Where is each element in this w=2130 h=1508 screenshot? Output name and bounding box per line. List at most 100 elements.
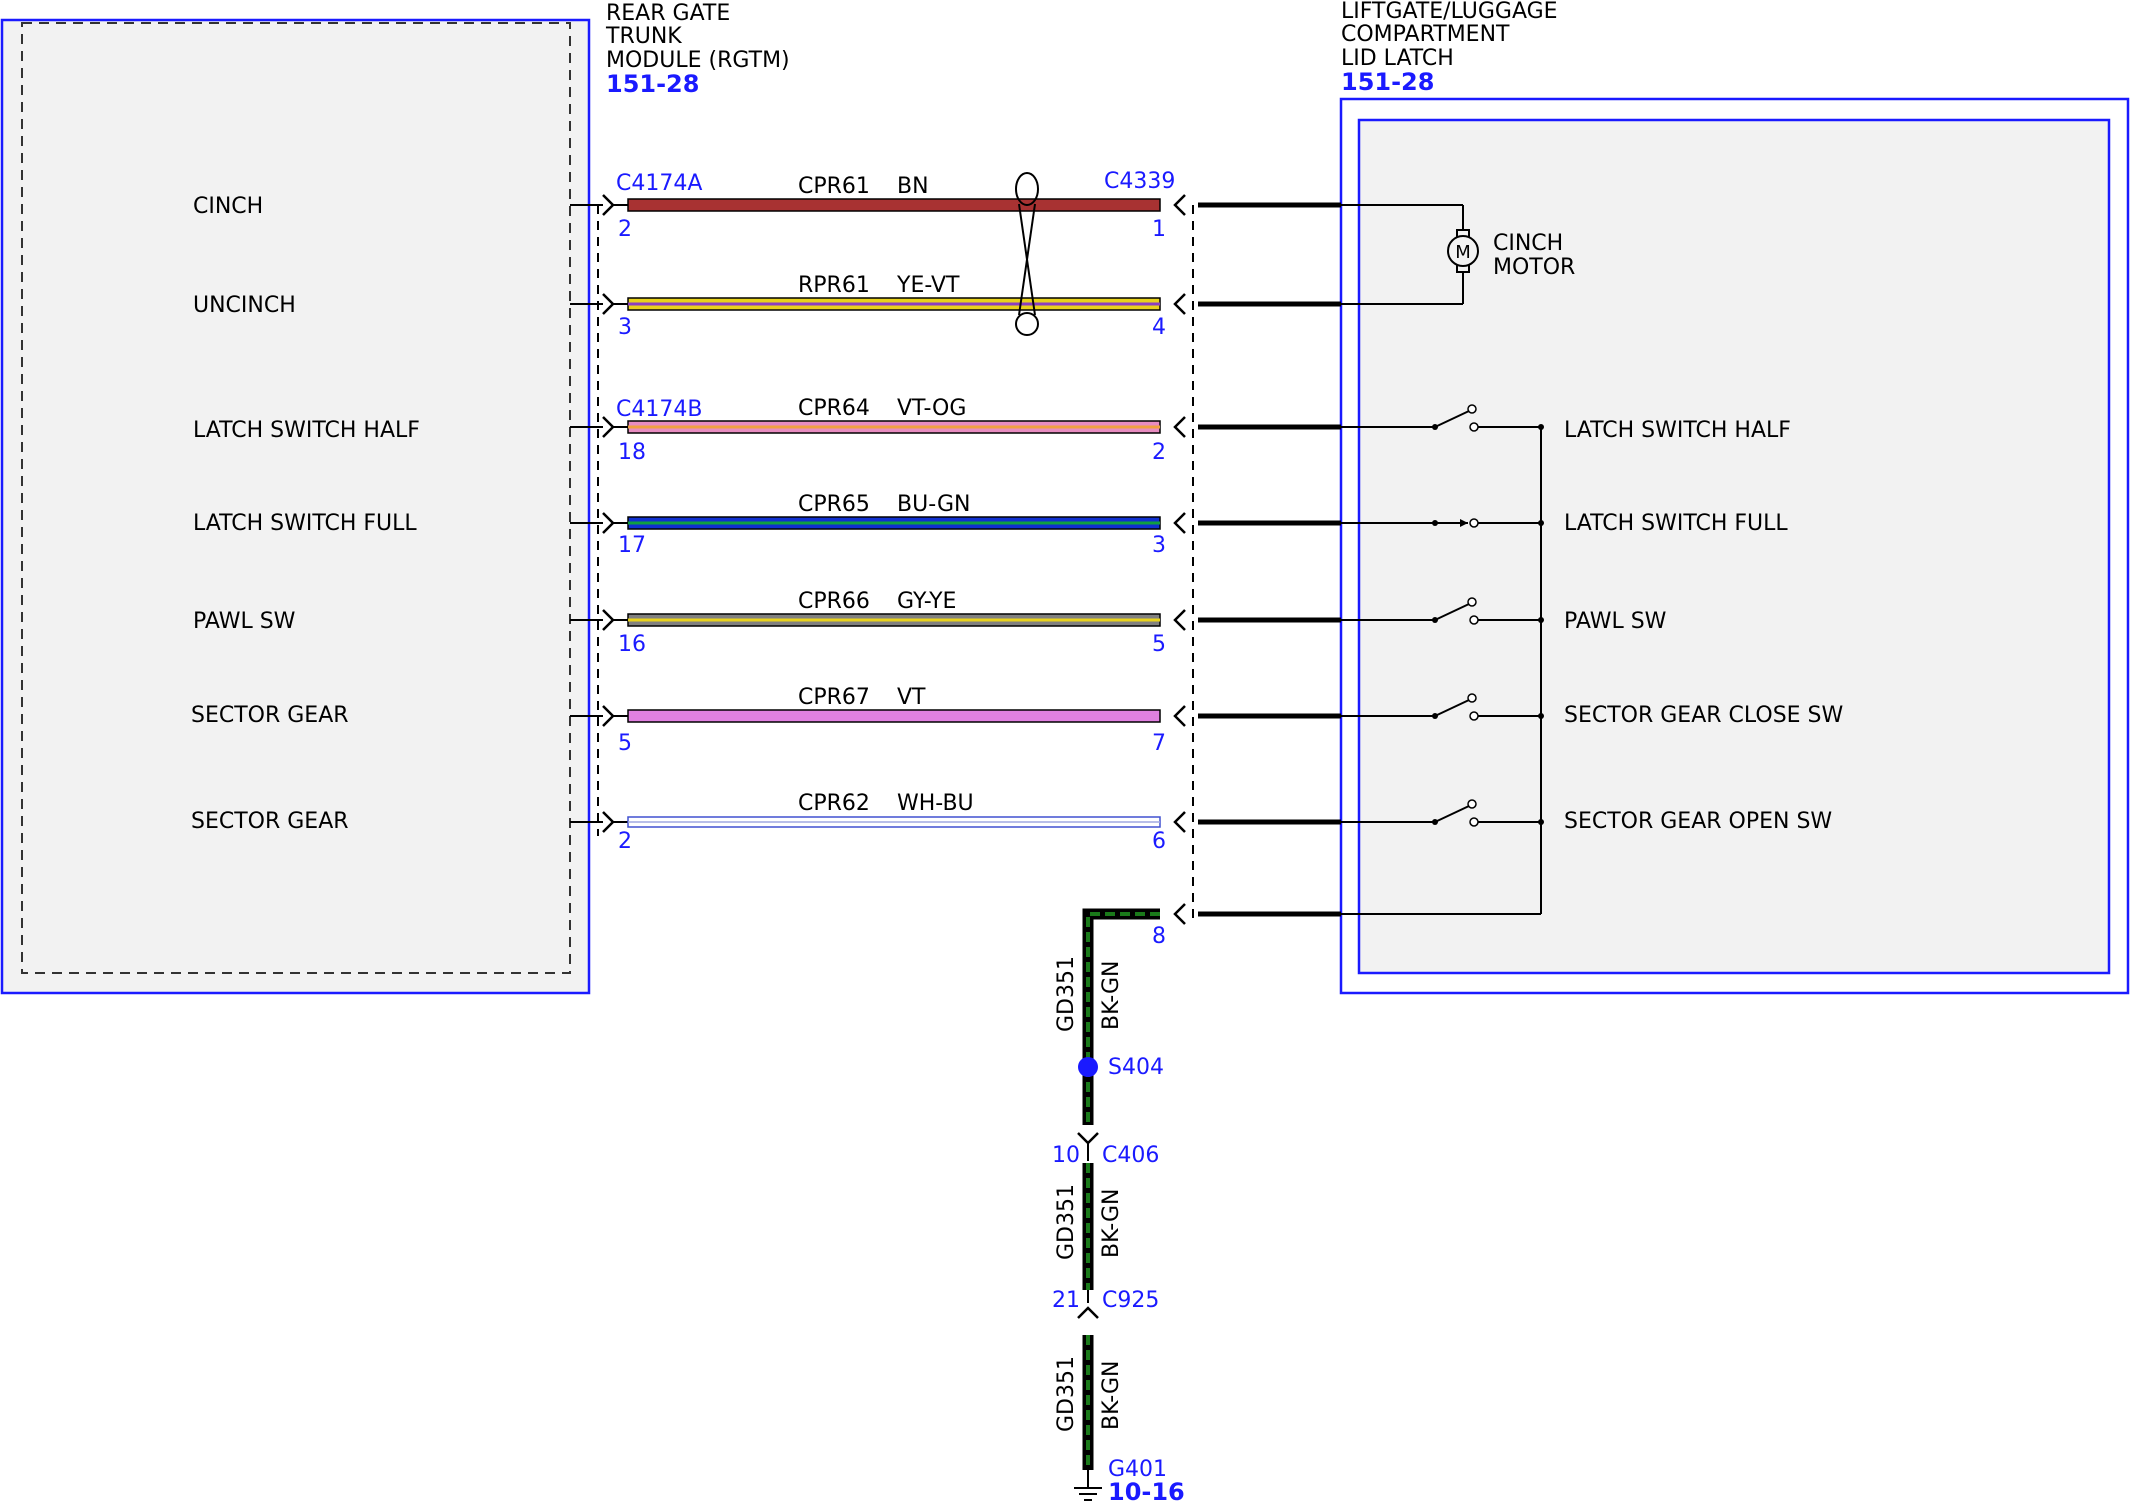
left-label-uncinch: UNCINCH — [193, 293, 296, 318]
ground-circuit-label-3: GD351 — [1054, 1356, 1079, 1432]
right-switch-labels: LATCH SWITCH HALF LATCH SWITCH FULL PAWL… — [1564, 418, 1844, 834]
ground-color-label-2: BK-GN — [1099, 1189, 1124, 1258]
splice-s404-label[interactable]: S404 — [1108, 1055, 1164, 1080]
twisted-pair-marker — [1015, 172, 1039, 336]
right-pin-number: 1 — [1152, 217, 1166, 242]
wire-cpr65[interactable]: CPR65 BU-GN 17 3 — [570, 492, 1341, 558]
c406-label[interactable]: C406 — [1102, 1143, 1159, 1168]
left-module-labels: CINCH UNCINCH LATCH SWITCH HALF LATCH SW… — [191, 194, 420, 834]
wire-circuit-label: CPR65 — [798, 492, 870, 517]
right-pin-number: 3 — [1152, 533, 1166, 558]
ground-pin-8: 8 — [1152, 924, 1166, 949]
right-pin-arrow — [1173, 416, 1186, 438]
ground-symbol-icon — [1074, 1470, 1102, 1501]
splice-s404-dot — [1078, 1057, 1098, 1077]
switch-icon — [1341, 518, 1544, 528]
wire-cpr66[interactable]: CPR66 GY-YE 16 5 — [570, 589, 1341, 657]
left-pin-number: 17 — [618, 533, 646, 558]
latch-switches — [1341, 404, 1544, 827]
left-pin-number: 2 — [618, 217, 632, 242]
left-pin-arrow — [602, 811, 615, 833]
wire-cpr62[interactable]: CPR62 WH-BU 2 6 — [570, 791, 1341, 854]
switch-icon — [1341, 404, 1544, 432]
right-pin-arrow — [1173, 194, 1186, 216]
right-module-ref-link[interactable]: 151-28 — [1341, 68, 1434, 96]
right-pin-arrow — [1173, 705, 1186, 727]
left-pin-number: 16 — [618, 632, 646, 657]
right-pin-number: 2 — [1152, 440, 1166, 465]
ground-ref-link[interactable]: 10-16 — [1108, 1478, 1185, 1506]
right-pin-number: 6 — [1152, 829, 1166, 854]
connector-c4174a-label[interactable]: C4174A — [616, 171, 702, 196]
switch-label-latch-full: LATCH SWITCH FULL — [1564, 511, 1788, 536]
wire-circuit-label: CPR66 — [798, 589, 870, 614]
right-pin-number: 5 — [1152, 632, 1166, 657]
right-module-inner — [1357, 118, 2111, 975]
left-label-latch-full: LATCH SWITCH FULL — [193, 511, 417, 536]
left-module-ref-link[interactable]: 151-28 — [606, 70, 699, 98]
left-pin-arrow — [602, 293, 615, 315]
left-module-title-line-3: MODULE (RGTM) — [606, 48, 790, 73]
left-pin-arrow — [602, 416, 615, 438]
left-label-pawl-sw: PAWL SW — [193, 609, 296, 634]
connector-c4339-label[interactable]: C4339 — [1104, 169, 1175, 194]
ground-circuit: 8 GD351 BK-GN S404 10 C406 GD351 BK-GN 2… — [1052, 903, 1341, 1506]
motor-label-line-1: CINCH — [1493, 231, 1563, 256]
right-pin-arrow — [1173, 512, 1186, 534]
c406-pin: 10 — [1052, 1143, 1080, 1168]
svg-text:M: M — [1455, 242, 1471, 263]
wire-circuit-label: CPR62 — [798, 791, 870, 816]
wire-circuit-label: CPR61 — [798, 174, 870, 199]
right-internal-circuit: M CINCH MOTOR — [1341, 204, 1575, 915]
connector-outlines — [597, 205, 1194, 918]
left-pin-arrow — [602, 194, 615, 216]
right-module-title: LIFTGATE/LUGGAGE COMPARTMENT LID LATCH 1… — [1341, 0, 1558, 96]
c925-pin: 21 — [1052, 1288, 1080, 1313]
wire-circuit-label: CPR67 — [798, 685, 870, 710]
switch-label-latch-half: LATCH SWITCH HALF — [1564, 418, 1791, 443]
cinch-motor-icon — [1447, 235, 1479, 267]
left-pin-arrow — [602, 512, 615, 534]
left-module-title-line-2: TRUNK — [605, 24, 682, 49]
ground-id-label: G401 — [1108, 1457, 1167, 1482]
left-pin-arrow — [602, 705, 615, 727]
right-module-title-line-2: COMPARTMENT — [1341, 22, 1510, 47]
left-pin-number: 5 — [618, 731, 632, 756]
ground-color-label-3: BK-GN — [1099, 1361, 1124, 1430]
switch-icon — [1341, 597, 1544, 625]
left-label-latch-half: LATCH SWITCH HALF — [193, 418, 420, 443]
left-pin-number: 2 — [618, 829, 632, 854]
left-label-sector-gear-1: SECTOR GEAR — [191, 703, 349, 728]
wire-color-label: VT-OG — [897, 396, 966, 421]
connector-c4174b-label[interactable]: C4174B — [616, 397, 702, 422]
left-pin-number: 3 — [618, 315, 632, 340]
switch-icon — [1341, 799, 1544, 827]
switch-icon — [1341, 693, 1544, 721]
wire-body[interactable] — [627, 709, 1161, 723]
switch-label-sector-open: SECTOR GEAR OPEN SW — [1564, 809, 1832, 834]
ground-circuit-label-2: GD351 — [1054, 1184, 1079, 1260]
left-module-dashed-inner — [21, 22, 571, 974]
wire-circuit-label: CPR64 — [798, 396, 870, 421]
wire-color-label: GY-YE — [897, 589, 956, 614]
left-module-title-line-1: REAR GATE — [606, 1, 730, 26]
right-module — [1339, 97, 2130, 995]
left-pin-arrow — [602, 609, 615, 631]
right-pin-number: 7 — [1152, 731, 1166, 756]
wire-body[interactable] — [627, 198, 1161, 212]
wire-color-label: WH-BU — [897, 791, 974, 816]
wire-color-label: BU-GN — [897, 492, 970, 517]
right-pin-number: 4 — [1152, 315, 1166, 340]
right-pin-arrow — [1173, 811, 1186, 833]
switch-label-pawl-sw: PAWL SW — [1564, 609, 1667, 634]
motor-label-line-2: MOTOR — [1493, 255, 1575, 280]
wire-circuit-label: RPR61 — [798, 273, 870, 298]
c925-label[interactable]: C925 — [1102, 1288, 1159, 1313]
right-pin-arrow — [1173, 609, 1186, 631]
